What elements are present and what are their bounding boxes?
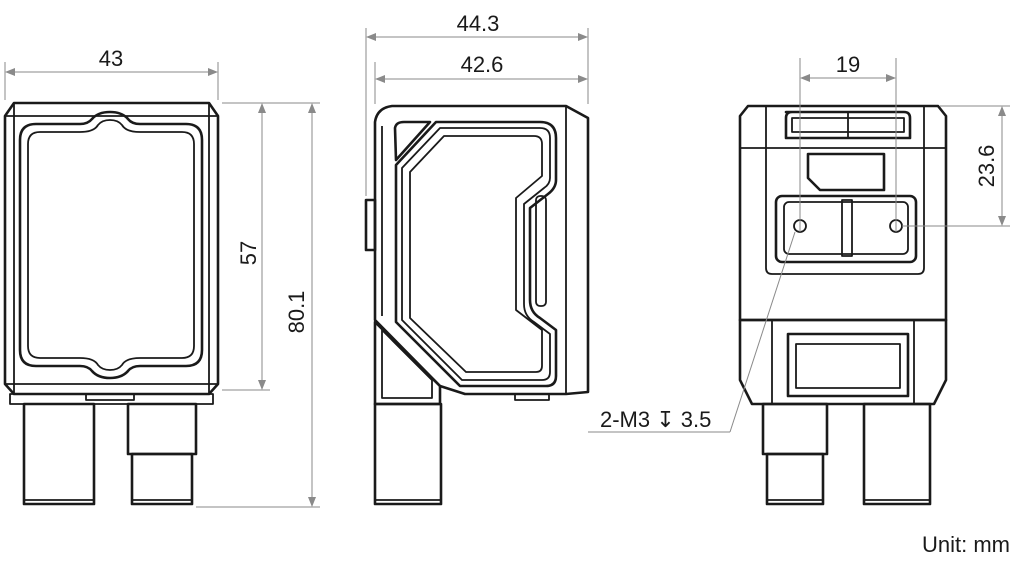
back-dimensions [588,58,1010,433]
unit-label: Unit: mm [922,532,1010,557]
side-view [364,104,590,506]
dim-back-hole-spacing: 19 [836,52,860,77]
front-view [3,101,220,506]
dim-side-body-depth: 42.6 [461,52,504,77]
dim-back-hole-height: 23.6 [974,145,999,188]
back-view [738,104,948,506]
mount-thread-callout: 2-M3 ↧ 3.5 [600,407,711,432]
side-dimensions [365,28,589,196]
dim-front-inner-height: 57 [236,241,261,265]
dim-side-overall-depth: 44.3 [457,11,500,36]
dim-front-width: 43 [99,46,123,71]
front-dimensions [4,62,320,508]
dim-front-total-height: 80.1 [284,291,309,334]
